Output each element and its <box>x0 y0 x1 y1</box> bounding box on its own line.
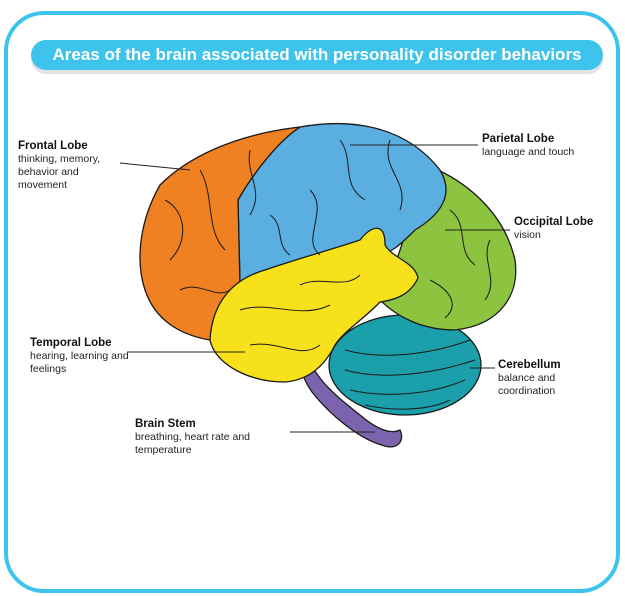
brain-stem-name: Brain Stem <box>135 418 196 430</box>
brain-stem-desc: breathing, heart rate and temperature <box>135 431 250 456</box>
brain-stem <box>300 348 403 448</box>
occipital-lobe-name: Occipital Lobe <box>514 216 594 228</box>
cerebellum-desc: balance and coordination <box>498 372 556 397</box>
parietal-lobe-desc: language and touch <box>482 146 575 158</box>
cerebellum-name: Cerebellum <box>498 359 561 371</box>
page-title: Areas of the brain associated with perso… <box>31 40 603 70</box>
frontal-lobe <box>139 126 301 341</box>
frame-border <box>4 11 620 593</box>
temporal-lobe-desc: hearing, learning and feelings <box>30 350 129 375</box>
leader-lines <box>119 144 510 433</box>
parietal-lobe-name: Parietal Lobe <box>482 133 555 145</box>
temporal-lobe-name: Temporal Lobe <box>30 337 112 349</box>
temporal-lobe <box>209 227 419 383</box>
occipital-lobe-desc: vision <box>514 229 541 241</box>
frontal-lobe-name: Frontal Lobe <box>18 140 88 152</box>
frontal-lobe-desc: thinking, memory, behavior and movement <box>18 153 101 191</box>
brain-folds <box>164 139 492 410</box>
